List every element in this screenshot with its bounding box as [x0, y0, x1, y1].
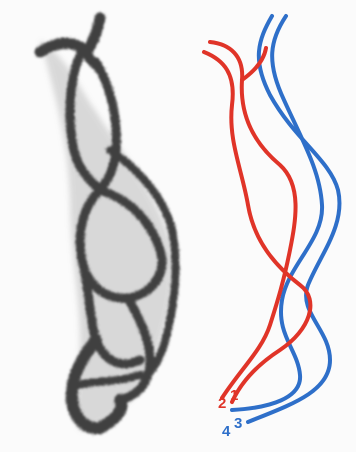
strand-label-4: 4: [222, 424, 230, 439]
micrograph-image: [0, 0, 190, 452]
strand-label-3: 3: [234, 416, 242, 431]
chromatid-diagram: [170, 0, 356, 452]
strand-label-1: 1: [230, 388, 238, 403]
strand-label-2: 2: [218, 396, 226, 411]
